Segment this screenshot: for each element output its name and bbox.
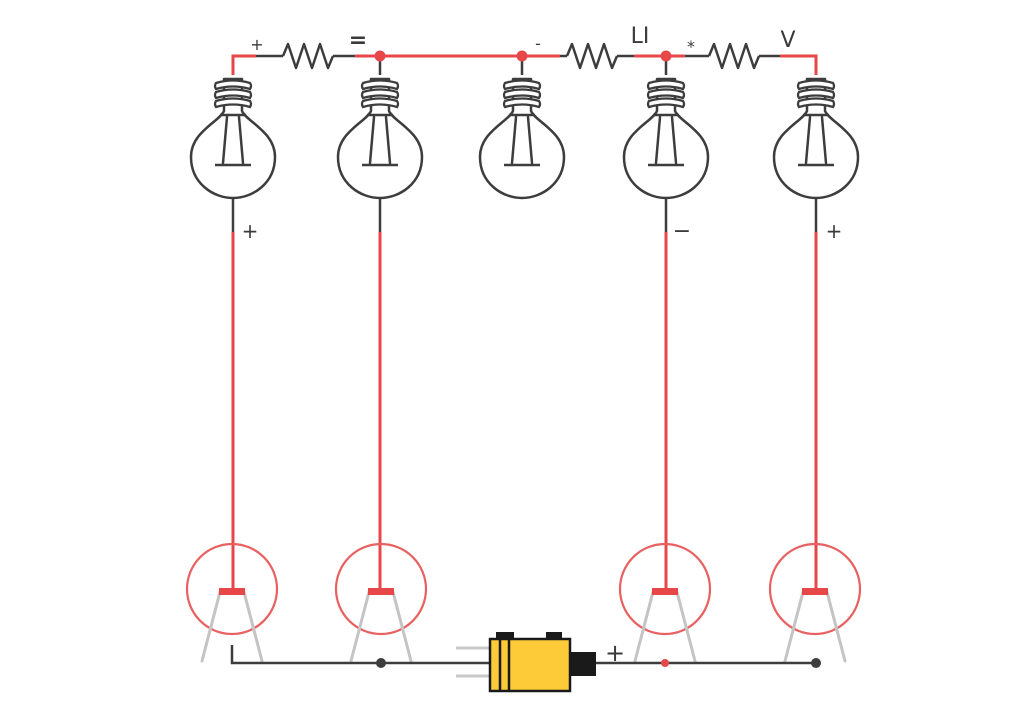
lightbulb-icon xyxy=(622,77,710,200)
resistor-icon xyxy=(707,42,761,70)
junction-dot xyxy=(811,658,821,668)
lightbulb-icon xyxy=(189,77,277,200)
label-top-star: * xyxy=(687,37,695,56)
bottom-rail xyxy=(230,645,821,668)
junction-dot xyxy=(516,50,528,62)
label-bulb5-plus: + xyxy=(826,219,843,243)
junction-dot xyxy=(661,659,669,667)
resistor-icon xyxy=(565,42,619,70)
lightbulb-icon xyxy=(772,77,860,200)
label-top-li: LI xyxy=(631,24,650,49)
label-battery-plus: + xyxy=(605,639,625,667)
label-top-equals: = xyxy=(349,28,367,53)
lightbulb-icon xyxy=(478,77,566,200)
label-top-v: V xyxy=(780,28,795,53)
junction-dot xyxy=(660,50,672,62)
label-bulb4-minus: − xyxy=(673,219,691,244)
lightbulb-icon xyxy=(336,77,424,200)
battery-icon xyxy=(456,632,596,693)
vertical-wires xyxy=(231,198,818,592)
junction-dot xyxy=(374,50,386,62)
label-bulb1-plus: + xyxy=(242,219,259,243)
resistor-icon xyxy=(281,42,335,70)
junction-dot xyxy=(376,658,386,668)
top-rail xyxy=(231,42,818,75)
label-top-minus: - xyxy=(535,34,541,53)
label-top-plus: + xyxy=(250,35,263,54)
